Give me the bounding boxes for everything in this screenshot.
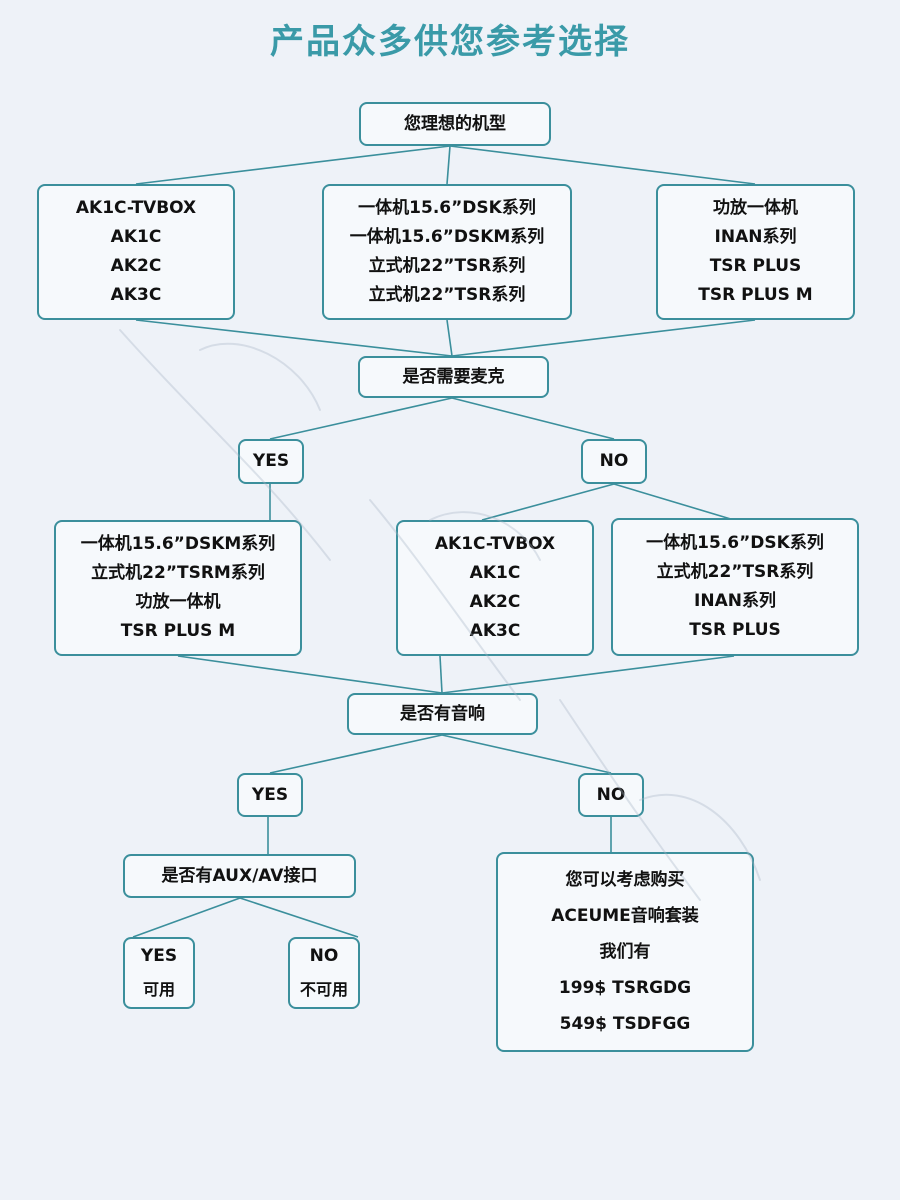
node-text: AK2C <box>469 592 521 612</box>
node-text: INAN系列 <box>714 227 797 247</box>
speaker-suggestion-box: 您可以考虑购买 ACEUME音响套装 我们有 199$ TSRGDG 549$ … <box>496 852 754 1052</box>
mic-no-models-tvbox: AK1C-TVBOX AK1C AK2C AK3C <box>396 520 594 656</box>
node-text: 549$ TSDFGG <box>559 1014 691 1034</box>
node-text: 一体机15.6”DSK系列 <box>646 533 824 553</box>
speaker-question: 是否有音响 <box>347 693 538 735</box>
node-text: 功放一体机 <box>713 198 798 218</box>
model-box-tvbox: AK1C-TVBOX AK1C AK2C AK3C <box>37 184 235 320</box>
node-text: AK1C-TVBOX <box>434 534 556 554</box>
model-box-dsk-tsr: 一体机15.6”DSK系列 一体机15.6”DSKM系列 立式机22”TSR系列… <box>322 184 572 320</box>
speaker-yes-box: YES <box>237 773 303 817</box>
aux-question: 是否有AUX/AV接口 <box>123 854 356 898</box>
mic-no-box: NO <box>581 439 647 484</box>
node-text: 不可用 <box>299 980 348 999</box>
node-text: 立式机22”TSR系列 <box>656 562 814 582</box>
node-text: NO <box>309 946 339 966</box>
node-text: 您理想的机型 <box>404 113 506 134</box>
node-text: AK1C <box>469 563 521 583</box>
node-text: AK1C-TVBOX <box>75 198 197 218</box>
page-title: 产品众多供您参考选择 <box>270 22 630 62</box>
ideal-model-question: 您理想的机型 <box>359 102 551 146</box>
aux-no-box: NO 不可用 <box>288 937 360 1009</box>
aux-yes-box: YES 可用 <box>123 937 195 1009</box>
node-text: YES <box>252 451 290 471</box>
node-text: TSR PLUS <box>689 620 781 640</box>
node-text: 您可以考虑购买 <box>565 870 685 890</box>
node-text: 立式机22”TSR系列 <box>368 256 526 276</box>
node-text: 是否有AUX/AV接口 <box>161 865 318 886</box>
node-text: 一体机15.6”DSK系列 <box>358 198 536 218</box>
mic-yes-box: YES <box>238 439 304 484</box>
mic-no-models-dsk: 一体机15.6”DSK系列 立式机22”TSR系列 INAN系列 TSR PLU… <box>611 518 859 656</box>
node-text: 立式机22”TSR系列 <box>368 285 526 305</box>
node-text: 是否有音响 <box>400 703 485 724</box>
node-text: ACEUME音响套装 <box>551 906 699 926</box>
node-text: 功放一体机 <box>135 592 221 612</box>
node-text: AK3C <box>110 285 162 305</box>
node-text: TSR PLUS M <box>698 285 813 305</box>
node-text: YES <box>251 784 289 805</box>
node-text: TSR PLUS <box>709 256 802 276</box>
node-text: 可用 <box>142 980 175 999</box>
node-text: 我们有 <box>599 942 651 962</box>
node-text: NO <box>599 451 629 471</box>
node-text: AK3C <box>469 621 521 641</box>
node-text: INAN系列 <box>694 591 776 611</box>
node-text: YES <box>140 946 178 966</box>
model-box-amplifier: 功放一体机 INAN系列 TSR PLUS TSR PLUS M <box>656 184 855 320</box>
node-text: AK1C <box>110 227 162 247</box>
node-text: 是否需要麦克 <box>402 366 505 387</box>
mic-question: 是否需要麦克 <box>358 356 549 398</box>
node-text: 立式机22”TSRM系列 <box>91 563 265 583</box>
node-text: 一体机15.6”DSKM系列 <box>349 227 545 247</box>
node-text: 一体机15.6”DSKM系列 <box>80 534 276 554</box>
mic-yes-models: 一体机15.6”DSKM系列 立式机22”TSRM系列 功放一体机 TSR PL… <box>54 520 302 656</box>
node-text: TSR PLUS M <box>120 621 236 641</box>
speaker-no-box: NO <box>578 773 644 817</box>
node-text: AK2C <box>110 256 162 276</box>
node-text: NO <box>596 784 626 805</box>
node-text: 199$ TSRGDG <box>558 978 692 998</box>
